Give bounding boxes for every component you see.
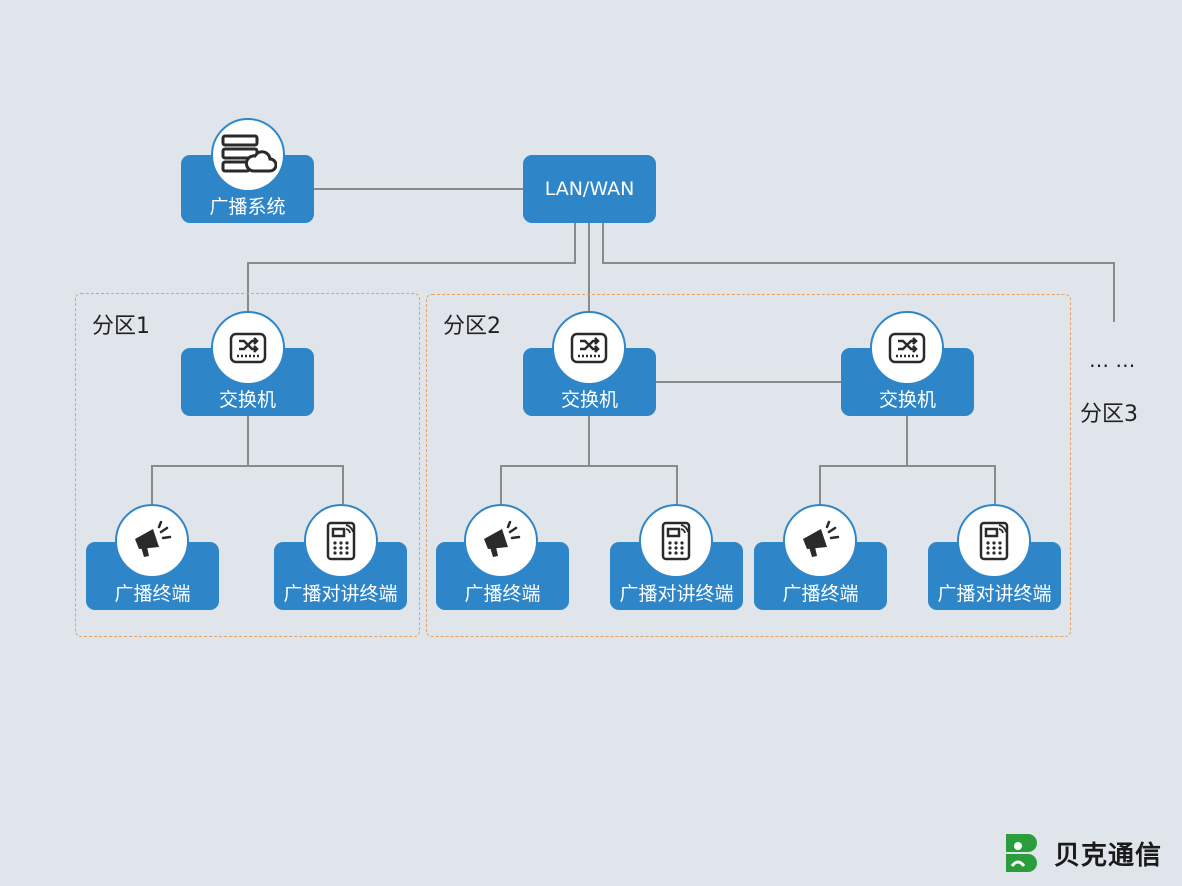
broadcast-system-label: 广播系统 (209, 196, 286, 218)
intercom-terminal-node: 广播对讲终端 (928, 542, 1061, 610)
line-s2-t2 (589, 465, 678, 504)
broadcast-terminal-label: 广播终端 (464, 583, 541, 605)
lan-wan-label: LAN/WAN (544, 178, 635, 200)
intercom-terminal-label: 广播对讲终端 (619, 583, 734, 605)
line-s3-t2 (907, 465, 996, 504)
intercom-icon (304, 504, 378, 578)
lan-wan-node: LAN/WAN (523, 155, 656, 223)
switch-node: 交换机 (181, 348, 314, 416)
switch-icon (211, 311, 285, 385)
intercom-icon (957, 504, 1031, 578)
zone-1-label: 分区1 (92, 314, 150, 339)
brand-logo: 贝克通信 (1004, 832, 1162, 874)
megaphone-icon (464, 504, 538, 578)
brand-name: 贝克通信 (1054, 840, 1163, 871)
zone-2-label: 分区2 (443, 314, 501, 339)
megaphone-icon (783, 504, 857, 578)
broadcast-terminal-label: 广播终端 (782, 583, 859, 605)
line-s3-t1 (819, 416, 908, 504)
line-s2-t1 (500, 416, 590, 504)
line-s1-t1 (151, 416, 249, 504)
zone-1-box (75, 293, 420, 637)
zone-2-box (426, 294, 1071, 637)
megaphone-icon (115, 504, 189, 578)
more-ellipsis: … … (1089, 348, 1136, 372)
broadcast-terminal-label: 广播终端 (114, 583, 191, 605)
intercom-icon (639, 504, 713, 578)
server-cloud-icon (211, 118, 285, 192)
zone-3-label: 分区3 (1080, 402, 1138, 427)
switch-label: 交换机 (218, 389, 276, 411)
brand-logo-icon (1006, 834, 1037, 872)
switch-label: 交换机 (878, 389, 936, 411)
switch-icon (870, 311, 944, 385)
intercom-terminal-label: 广播对讲终端 (937, 583, 1052, 605)
line-wan-zone1 (247, 223, 576, 312)
intercom-terminal-label: 广播对讲终端 (283, 583, 398, 605)
line-s1-t2 (248, 465, 344, 504)
line-wan-zone3 (602, 223, 1115, 322)
switch-label: 交换机 (560, 389, 618, 411)
switch-icon (552, 311, 626, 385)
